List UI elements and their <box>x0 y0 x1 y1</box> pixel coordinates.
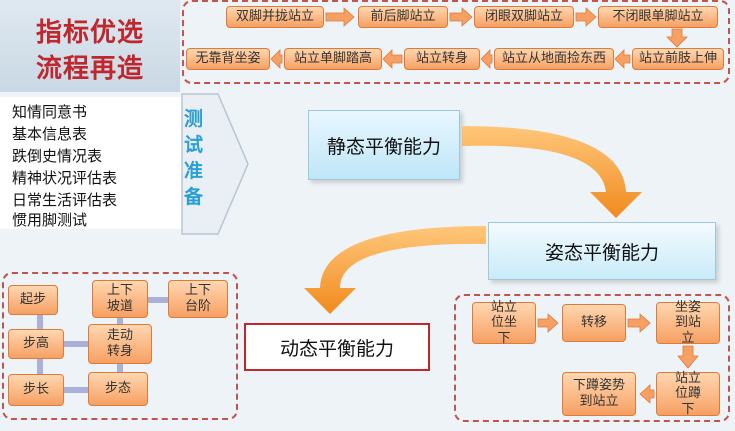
arrow-right-3 <box>575 7 597 27</box>
dynamic-step-height: 步高 <box>8 329 64 359</box>
title-panel: 指标优选 流程再造 <box>0 0 180 92</box>
posture-arrow-3 <box>677 345 699 369</box>
prep-chevron <box>181 93 249 235</box>
dynamic-start: 起步 <box>8 285 58 315</box>
posture-sit-down: 站立位坐下 <box>472 300 536 346</box>
top-step-sit-unsupported: 无靠背坐姿 <box>186 48 270 70</box>
posture-arrow-1 <box>537 313 559 333</box>
top-step-single-leg-stand: 不闭眼单脚站立 <box>598 6 718 28</box>
prep-label-char-3: 准 <box>184 160 204 182</box>
arrow-left-1 <box>614 49 631 69</box>
top-step-step-up: 站立单脚踏高 <box>284 48 382 70</box>
posture-transfer: 转移 <box>562 304 626 342</box>
posture-squat-to-stand: 下蹲姿势到站立 <box>562 372 636 416</box>
top-step-tandem-stand: 前后脚站立 <box>358 6 448 28</box>
dynamic-stairs: 上下台阶 <box>168 280 228 318</box>
prep-item-mental-status: 精神状况评估表 <box>12 169 118 187</box>
top-step-pick-up-object: 站立从地面捡东西 <box>494 48 614 70</box>
dynamic-walk-turn: 走动转身 <box>88 324 152 364</box>
arrow-left-2 <box>480 49 493 69</box>
dynamic-balance-box: 动态平衡能力 <box>244 323 430 371</box>
arrow-left-4 <box>270 49 283 69</box>
posture-flow-region <box>454 294 730 422</box>
arrow-right-2 <box>449 7 473 27</box>
prep-label-char-2: 试 <box>184 134 204 156</box>
dynamic-flow-region <box>2 272 238 420</box>
prep-label-char-1: 测 <box>184 108 204 130</box>
top-flow-region <box>182 0 730 84</box>
arrow-posture-to-dynamic <box>304 226 486 314</box>
static-balance-box: 静态平衡能力 <box>308 110 460 180</box>
top-step-eyes-closed-stand: 闭眼双脚站立 <box>474 6 574 28</box>
arrow-right-1 <box>325 7 355 27</box>
prep-item-dominant-foot: 惯用脚测试 <box>12 211 88 229</box>
prep-item-daily-living: 日常生活评估表 <box>12 191 118 209</box>
arrow-static-to-posture <box>462 126 642 218</box>
posture-arrow-2 <box>627 313 651 333</box>
arrow-left-3 <box>382 49 403 69</box>
prep-item-consent: 知情同意书 <box>12 103 88 121</box>
posture-arrow-4 <box>639 384 655 404</box>
prep-item-fall-history: 跌倒史情况表 <box>12 147 103 165</box>
top-step-stand-feet-together: 双脚并拢站立 <box>226 6 324 28</box>
prep-panel: 知情同意书 基本信息表 跌倒史情况表 精神状况评估表 日常生活评估表 惯用脚测试 <box>0 97 210 229</box>
dynamic-slope: 上下坡道 <box>92 280 148 318</box>
dynamic-step-length: 步长 <box>8 374 64 406</box>
posture-balance-box: 姿态平衡能力 <box>488 222 716 280</box>
dynamic-gait: 步态 <box>88 372 148 406</box>
top-step-turn: 站立转身 <box>404 48 480 70</box>
posture-sit-to-stand: 坐姿到站立 <box>656 300 720 346</box>
arrow-down-1 <box>666 28 688 48</box>
title-line-1: 指标优选 <box>35 18 144 48</box>
top-step-reach-forward: 站立前肢上伸 <box>632 48 724 70</box>
prep-label-char-4: 备 <box>184 186 204 208</box>
prep-item-basic-info: 基本信息表 <box>12 125 88 143</box>
top-flow-arrows <box>270 7 688 69</box>
title-line-2: 流程再造 <box>35 54 144 84</box>
posture-squat: 站立位蹲下 <box>656 371 720 417</box>
